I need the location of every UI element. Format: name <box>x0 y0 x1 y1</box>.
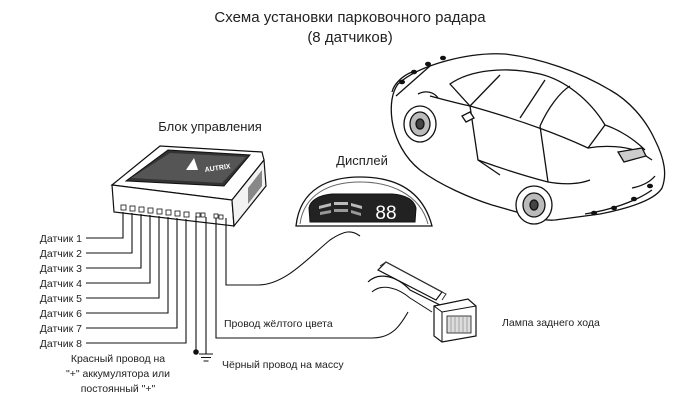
sensor-label-6: Датчик 6 <box>40 308 82 320</box>
reverse-lamp-label: Лампа заднего хода <box>502 317 600 329</box>
sensor-label-4: Датчик 4 <box>40 278 82 290</box>
control-unit: AUTRIX <box>110 145 267 228</box>
display-readout: 88 <box>375 203 396 224</box>
red-wire-label-line1: Красный провод на <box>71 353 165 365</box>
red-power-wire <box>193 216 199 355</box>
sensor-label-5: Датчик 5 <box>40 293 82 305</box>
reverse-lamp <box>367 261 477 343</box>
yellow-wire <box>215 218 409 339</box>
brand-logo-text: AUTRIX <box>204 163 231 174</box>
ground-wire-label: Чёрный провод на массу <box>222 359 344 371</box>
sensor-label-8: Датчик 8 <box>40 338 82 350</box>
yellow-wire-label: Провод жёлтого цвета <box>224 318 333 330</box>
sensor-wires <box>86 212 187 344</box>
ground-wire <box>199 217 213 362</box>
red-wire-label-line2: "+" аккумулятора или <box>66 368 170 380</box>
car-illustration <box>390 53 666 225</box>
connector-sockets <box>120 204 224 220</box>
control-unit-label: Блок управления <box>158 119 262 134</box>
sensor-label-2: Датчик 2 <box>40 248 82 260</box>
display-label: Дисплей <box>336 153 388 168</box>
sensor-label-3: Датчик 3 <box>40 263 82 275</box>
sensor-label-1: Датчик 1 <box>40 233 82 245</box>
sensor-label-7: Датчик 7 <box>40 323 82 335</box>
distance-indicator-bars <box>319 202 362 216</box>
display-unit: 88 <box>295 176 433 227</box>
car-sensors <box>399 55 653 216</box>
diagram-subtitle: (8 датчиков) <box>307 29 392 46</box>
sensor-labels: Датчик 1 Датчик 2 Датчик 3 Датчик 4 Датч… <box>40 233 82 350</box>
display-wire <box>225 218 361 286</box>
red-wire-label-line3: постоянный "+" <box>81 383 156 395</box>
diagram-title: Схема установки парковочного радара <box>214 9 486 26</box>
